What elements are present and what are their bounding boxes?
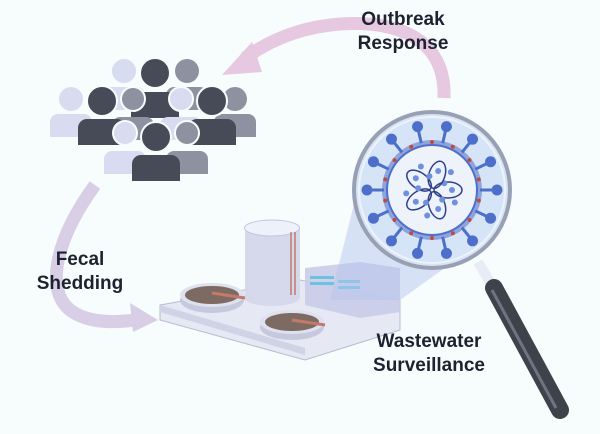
nucleocapsid (424, 212, 431, 219)
nucleocapsid (426, 173, 433, 180)
spike-head (385, 133, 397, 145)
spike-head (440, 121, 452, 133)
nucleocapsid (423, 199, 430, 206)
rna-loop (433, 181, 463, 199)
spike-head (367, 212, 379, 224)
nucleocapsid (451, 199, 458, 206)
nucleocapsid (435, 206, 442, 213)
label-line: Fecal (55, 249, 105, 270)
spike-head (467, 133, 479, 145)
spike-head (485, 156, 497, 168)
clarifier-tank-icon (260, 310, 326, 340)
virus-icon (361, 121, 503, 259)
spike-head (412, 121, 424, 133)
person-icon (132, 121, 180, 181)
label-line: Response (357, 33, 449, 54)
fecal-shedding-arrow (49, 181, 158, 332)
rna-loop (406, 169, 433, 192)
label-line: Surveillance (373, 355, 485, 376)
nucleocapsid (439, 196, 446, 203)
membrane-protein (409, 144, 414, 149)
nucleocapsid (449, 187, 455, 193)
membrane-protein (392, 158, 397, 163)
membrane-protein (430, 236, 434, 240)
rna-loop (427, 160, 447, 190)
spike-head (385, 235, 397, 247)
membrane-protein (430, 140, 434, 144)
membrane-protein (476, 198, 481, 203)
membrane-protein (467, 158, 472, 163)
outbreak-response-label: Outbreak Response (348, 8, 458, 56)
spike-head (367, 156, 379, 168)
nucleocapsid (435, 167, 442, 174)
spike-head (485, 212, 497, 224)
label-line: Outbreak (361, 9, 445, 30)
nucleocapsid (447, 169, 454, 176)
spike-head (412, 247, 424, 259)
label-line: Wastewater (376, 331, 482, 352)
membrane-protein (409, 231, 414, 236)
outbreak-response-arrow (222, 17, 451, 99)
nucleocapsid (412, 175, 419, 182)
nucleocapsid (415, 185, 422, 192)
membrane-protein (476, 177, 481, 182)
membrane-protein (450, 144, 455, 149)
label-line: Shedding (36, 273, 124, 294)
wastewater-surveillance-label: Wastewater Surveillance (364, 330, 494, 378)
membrane-protein (383, 177, 388, 182)
spike-head (361, 184, 373, 196)
clarifier-tank-icon (180, 283, 246, 313)
nucleocapsid (403, 190, 410, 197)
spike-head (491, 184, 503, 196)
spike-head (440, 247, 452, 259)
person-icon (188, 85, 236, 145)
storage-tank-icon (244, 219, 300, 306)
rna-loop (427, 190, 447, 220)
fecal-shedding-label: Fecal Shedding (30, 248, 130, 296)
nucleocapsid (417, 163, 424, 170)
membrane-protein (392, 217, 397, 222)
membrane-protein (450, 231, 455, 236)
crowd-icon (50, 57, 256, 181)
rna-loop (406, 188, 433, 211)
spike-head (467, 235, 479, 247)
membrane-protein (383, 198, 388, 203)
membrane-protein (467, 217, 472, 222)
nucleocapsid (412, 198, 419, 205)
